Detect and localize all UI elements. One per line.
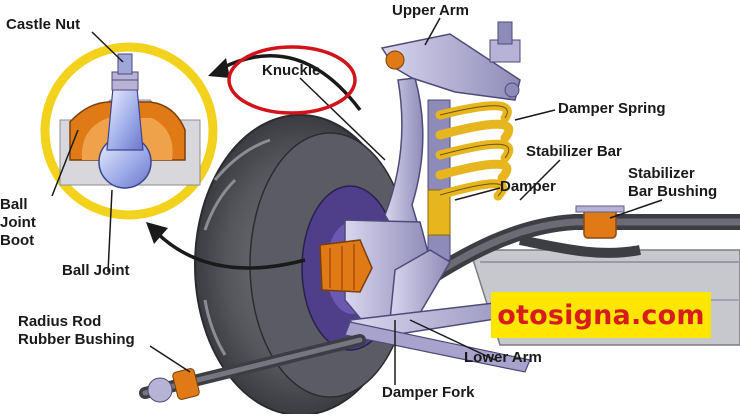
radius-rod xyxy=(139,334,366,403)
label-ball-joint: Ball Joint xyxy=(62,262,130,279)
label-damper-spring: Damper Spring xyxy=(558,100,666,117)
label-radius-rod-rubber-bushing: Radius Rod Rubber Bushing xyxy=(18,313,135,348)
ball-joint-inset xyxy=(40,42,218,220)
damper-part xyxy=(427,21,521,261)
label-lower-arm: Lower Arm xyxy=(464,349,542,366)
label-castle-nut: Castle Nut xyxy=(6,16,81,33)
cv-boot xyxy=(319,239,373,293)
watermark-box: otosigna.com xyxy=(491,292,711,338)
damper-spring-outline xyxy=(439,105,510,197)
label-knuckle: Knuckle xyxy=(262,62,321,79)
label-upper-arm: Upper Arm xyxy=(392,2,469,19)
label-ball-joint-boot: Ball Joint Boot xyxy=(0,196,36,249)
upper-arm-part xyxy=(380,33,521,101)
stabilizer-bar-bushing xyxy=(575,205,625,239)
label-stabilizer-bar-bushing: Stabilizer Bar Bushing xyxy=(628,165,718,200)
damper-fork-part xyxy=(389,249,452,331)
label-damper-fork: Damper Fork xyxy=(382,384,475,401)
watermark-text: otosigna.com xyxy=(497,299,705,331)
knuckle-highlight-ellipse xyxy=(227,45,357,115)
label-damper: Damper xyxy=(500,178,556,195)
label-stabilizer-bar: Stabilizer Bar xyxy=(526,143,622,160)
leader-lines xyxy=(51,17,663,385)
